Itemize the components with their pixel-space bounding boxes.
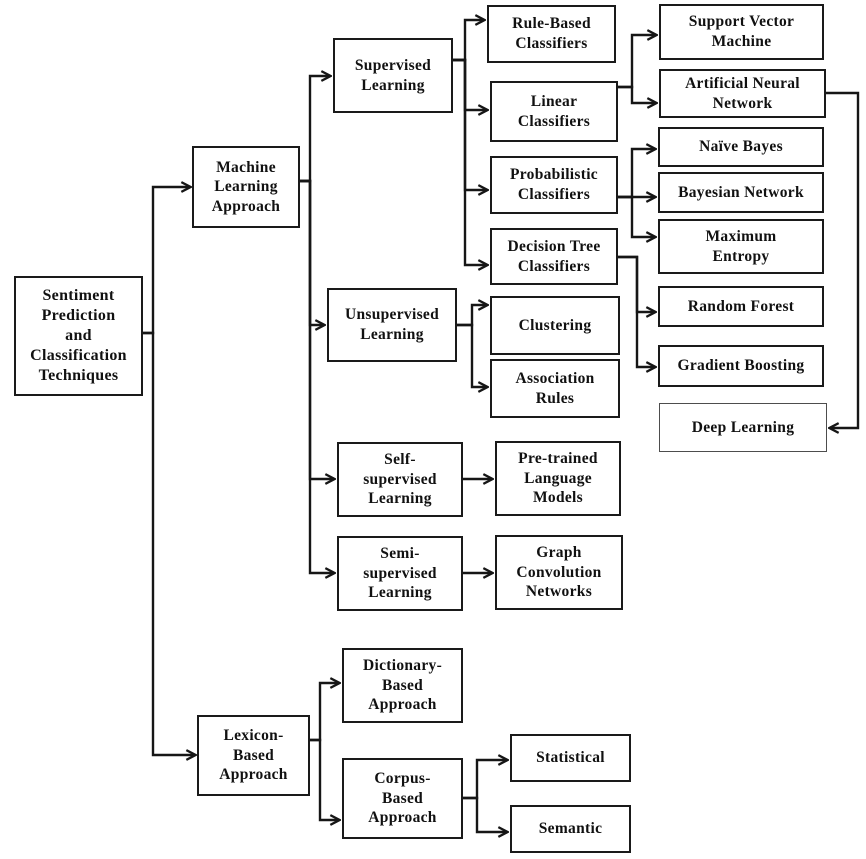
node-root: Sentiment Prediction and Classification …: [14, 276, 143, 396]
edge-lexicon-corpus-based: [310, 738, 339, 820]
edge-mla-unsupervised-learning: [300, 179, 324, 325]
node-statistical: Statistical: [510, 734, 631, 782]
node-decision-tree-classifiers: Decision Tree Classifiers: [490, 228, 618, 285]
edge-unsupervised-association-rules: [457, 323, 487, 387]
node-dictionary-based-approach: Dictionary- Based Approach: [342, 648, 463, 723]
node-unsupervised-learning: Unsupervised Learning: [327, 288, 457, 362]
node-semi-supervised-learning: Semi- supervised Learning: [337, 536, 463, 611]
node-gradient-boosting: Gradient Boosting: [658, 345, 824, 387]
edge-mla-semi-supervised-learning: [300, 179, 334, 573]
node-naive-bayes: Naïve Bayes: [658, 127, 824, 167]
edge-root-machine-learning-approach: [143, 187, 190, 335]
node-graph-convolution-networks: Graph Convolution Networks: [495, 535, 623, 610]
edge-root-lexicon-based-approach: [143, 331, 195, 755]
edge-unsupervised-clustering: [457, 305, 487, 327]
edge-probabilistic-naive-bayes: [618, 149, 655, 199]
edge-supervised-decision-tree: [453, 58, 487, 265]
node-pre-trained-language-models: Pre-trained Language Models: [495, 441, 621, 516]
edge-supervised-rule-based: [453, 20, 484, 62]
edge-decision-tree-gradient-boosting: [618, 255, 655, 367]
edge-linear-ann: [618, 85, 656, 103]
edge-lexicon-dictionary-based: [310, 683, 339, 742]
node-lexicon-based-approach: Lexicon- Based Approach: [197, 715, 310, 796]
edge-corpus-statistical: [463, 760, 507, 800]
node-semantic: Semantic: [510, 805, 631, 853]
node-random-forest: Random Forest: [658, 286, 824, 327]
edge-ann-deep-learning: [826, 91, 860, 428]
node-machine-learning-approach: Machine Learning Approach: [192, 146, 300, 228]
edge-supervised-linear: [453, 58, 487, 110]
node-maximum-entropy: Maximum Entropy: [658, 219, 824, 274]
node-corpus-based-approach: Corpus- Based Approach: [342, 758, 463, 839]
node-artificial-neural-network: Artificial Neural Network: [659, 69, 826, 118]
edge-probabilistic-maximum-entropy: [618, 195, 655, 237]
node-clustering: Clustering: [490, 296, 620, 355]
node-association-rules: Association Rules: [490, 359, 620, 418]
node-supervised-learning: Supervised Learning: [333, 38, 453, 113]
node-linear-classifiers: Linear Classifiers: [490, 81, 618, 142]
edge-corpus-semantic: [463, 796, 507, 832]
node-rule-based-classifiers: Rule-Based Classifiers: [487, 5, 616, 63]
node-support-vector-machine: Support Vector Machine: [659, 4, 824, 60]
node-bayesian-network: Bayesian Network: [658, 172, 824, 213]
node-deep-learning: Deep Learning: [659, 403, 827, 452]
node-self-supervised-learning: Self- supervised Learning: [337, 442, 463, 517]
edge-mla-supervised-learning: [300, 76, 330, 183]
edge-supervised-probabilistic: [453, 58, 487, 190]
node-probabilistic-classifiers: Probabilistic Classifiers: [490, 156, 618, 214]
edge-linear-svm: [618, 35, 656, 89]
